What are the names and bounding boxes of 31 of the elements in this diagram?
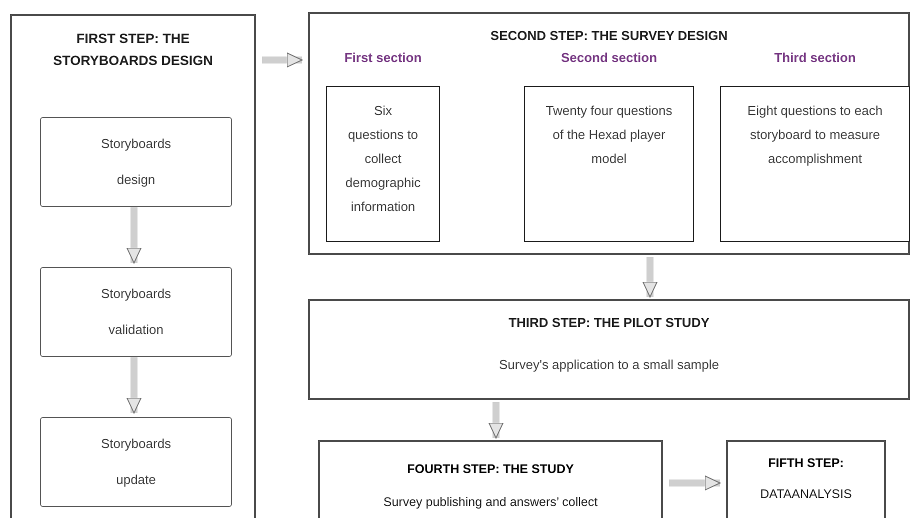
step-title: FIFTH STEP: [768, 455, 844, 472]
step-panel [318, 440, 663, 518]
step-column [10, 14, 256, 518]
step-title: SECOND STEP: THE SURVEY DESIGN [489, 27, 729, 45]
step-panel [308, 299, 910, 400]
section-text: Six questions to collect demographic information [345, 102, 421, 216]
block-arrow [642, 257, 658, 298]
step-panel [726, 440, 886, 518]
step-title: THIRD STEP: THE PILOT STUDY [508, 314, 710, 332]
block-arrow [262, 52, 302, 68]
section-text: Twenty four questions of the Hexad player model [545, 102, 673, 168]
process-box [40, 117, 232, 207]
section-text: Eight questions to each storyboard to measure accomplishment [746, 102, 884, 168]
block-arrow [126, 357, 142, 414]
section-heading: First section [344, 49, 422, 67]
step-text: Survey publishing and answers’ collect [383, 494, 598, 511]
step-title: FIRST STEP: THE STORYBOARDS DESIGN [52, 30, 214, 70]
block-arrow [126, 207, 142, 264]
block-arrow [488, 402, 504, 438]
block-arrow [669, 476, 720, 490]
step-panel [308, 12, 910, 255]
section-heading: Second section [560, 49, 658, 67]
process-box [40, 267, 232, 357]
process-box [40, 417, 232, 507]
step-title: FOURTH STEP: THE STUDY [407, 461, 574, 478]
step-text: Survey's application to a small sample [499, 356, 719, 374]
step-text: Storyboards update [100, 435, 172, 489]
section-heading: Third section [774, 49, 856, 67]
step-text: Storyboards validation [100, 285, 172, 339]
step-text: Storyboards design [100, 135, 172, 189]
step-text: DATAANALYSIS [760, 486, 852, 503]
